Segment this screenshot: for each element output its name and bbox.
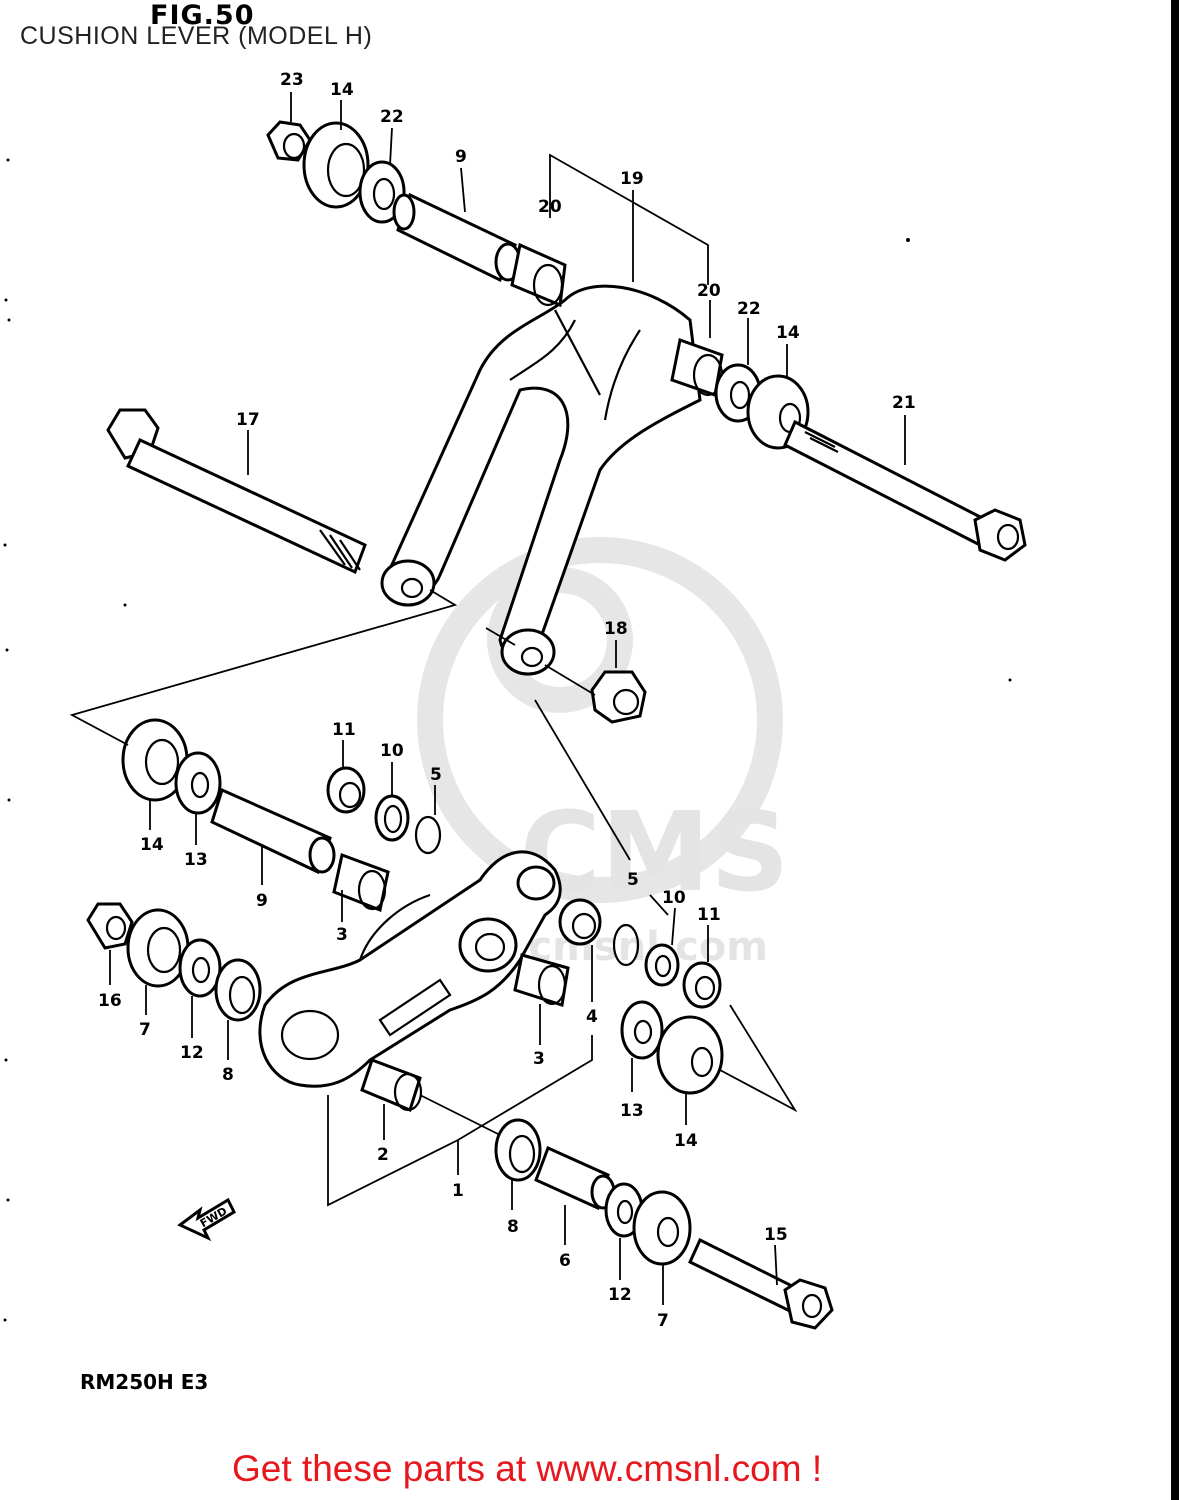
callout-10: 10 — [380, 741, 404, 761]
spacer-11-right[interactable] — [682, 961, 722, 1009]
circlip-5-left[interactable] — [414, 815, 442, 855]
callout-20: 20 — [538, 197, 562, 217]
callout-3: 3 — [533, 1049, 545, 1069]
washer-13-left[interactable] — [174, 751, 222, 815]
model-code: RM250H E3 — [80, 1370, 209, 1394]
collar-9-left[interactable] — [210, 787, 336, 875]
callout-4: 4 — [586, 1007, 598, 1027]
figure-number: FIG.50 — [150, 0, 255, 31]
bearing-2[interactable] — [360, 1058, 423, 1113]
scan-edge-border — [1171, 0, 1179, 1500]
callout-9: 9 — [256, 891, 268, 911]
washer-12-left[interactable] — [178, 938, 222, 998]
callout-13: 13 — [184, 850, 208, 870]
bolt-21[interactable] — [783, 419, 1027, 562]
callout-6: 6 — [559, 1251, 571, 1271]
callout-5: 5 — [627, 870, 639, 890]
callout-22: 22 — [380, 107, 404, 127]
diagram-subtitle: CUSHION LEVER (MODEL H) — [20, 22, 373, 50]
callout-14: 14 — [776, 323, 800, 343]
bearing-3-lower[interactable] — [513, 953, 570, 1007]
spacer-11-left[interactable] — [326, 766, 366, 814]
callout-14: 14 — [674, 1131, 698, 1151]
callout-11: 11 — [697, 905, 721, 925]
callout-17: 17 — [236, 410, 260, 430]
bearing-3-upper[interactable] — [332, 852, 390, 913]
callout-8: 8 — [507, 1217, 519, 1237]
callout-9: 9 — [455, 147, 467, 167]
callout-14: 14 — [140, 835, 164, 855]
callout-23: 23 — [280, 70, 304, 90]
callout-10: 10 — [662, 888, 686, 908]
watermark-brand: CMS — [520, 788, 789, 916]
seal-14-top[interactable] — [302, 121, 370, 209]
callout-14: 14 — [330, 80, 354, 100]
callout-7: 7 — [139, 1020, 151, 1040]
callout-5: 5 — [430, 765, 442, 785]
seal-7-bottom[interactable] — [632, 1190, 692, 1266]
callout-12: 12 — [608, 1285, 632, 1305]
rod-eye-left — [380, 559, 436, 607]
cushion-lever[interactable] — [258, 850, 562, 1088]
callout-16: 16 — [98, 991, 122, 1011]
callout-1: 1 — [452, 1181, 464, 1201]
callout-15: 15 — [764, 1225, 788, 1245]
callout-21: 21 — [892, 393, 916, 413]
collar-6[interactable] — [534, 1145, 616, 1211]
washer-10-left[interactable] — [374, 794, 410, 842]
bolt-15[interactable] — [688, 1237, 834, 1330]
seal-7-left[interactable] — [126, 908, 190, 988]
leader-lines — [69, 92, 906, 1305]
callout-12: 12 — [180, 1043, 204, 1063]
scan-noise — [3, 158, 1012, 1322]
cushion-rod-assembly — [106, 120, 1027, 724]
nut-18[interactable] — [590, 670, 647, 724]
forward-direction-arrow: FWD — [177, 1197, 236, 1242]
callout-19: 19 — [620, 169, 644, 189]
bearing-20-left[interactable] — [510, 242, 567, 308]
washer-10-right[interactable] — [644, 943, 680, 987]
collar-9-top[interactable] — [392, 192, 522, 283]
seal-14-lower-right[interactable] — [656, 1015, 724, 1095]
circlip-5-right[interactable] — [612, 923, 640, 967]
callout-11: 11 — [332, 720, 356, 740]
bolt-17[interactable] — [106, 408, 367, 575]
cushion-lever-assembly — [86, 718, 834, 1330]
rod-eye-right — [500, 628, 556, 676]
callout-20: 20 — [697, 281, 721, 301]
callout-18: 18 — [604, 619, 628, 639]
footer-link-text[interactable]: Get these parts at www.cmsnl.com ! — [232, 1448, 823, 1489]
callout-2: 2 — [377, 1145, 389, 1165]
callout-3: 3 — [336, 925, 348, 945]
callout-7: 7 — [657, 1311, 669, 1331]
nut-16[interactable] — [86, 902, 134, 950]
sleeve-8-left[interactable] — [214, 958, 262, 1022]
cushion-rod[interactable] — [383, 284, 702, 661]
callout-numbers: 23 14 22 9 20 19 20 22 14 21 17 18 11 10… — [98, 70, 916, 1331]
callout-13: 13 — [620, 1101, 644, 1121]
sleeve-8-bottom[interactable] — [494, 1118, 542, 1182]
spacer-4[interactable] — [558, 898, 602, 946]
washer-13-right[interactable] — [620, 1000, 664, 1060]
callout-8: 8 — [222, 1065, 234, 1085]
callout-22: 22 — [737, 299, 761, 319]
